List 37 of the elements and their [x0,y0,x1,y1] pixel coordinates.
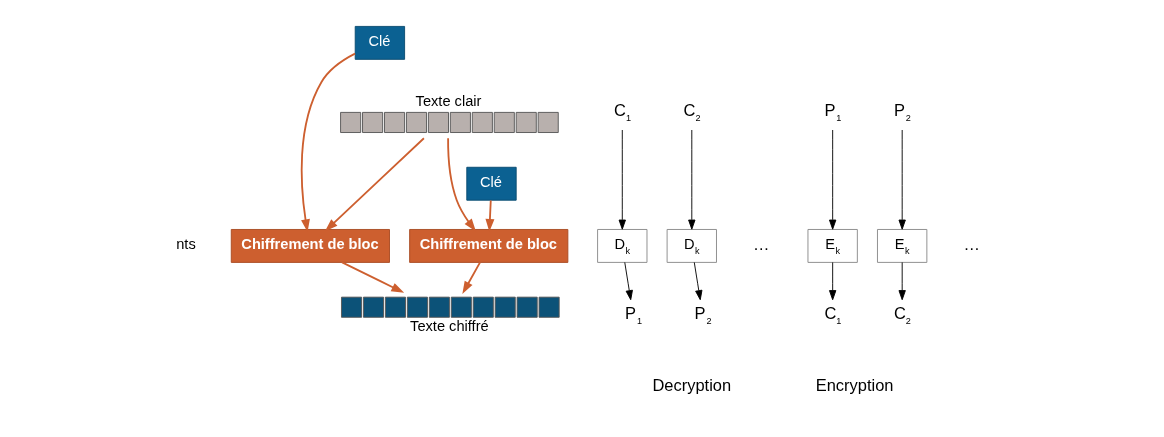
node-text: P$_{2}$ [893,101,911,124]
node-text: P$_{2}$ [694,304,712,327]
label: … [962,234,980,253]
arrow [446,137,476,232]
arrow [618,129,626,230]
node-box: E$_{k}$ [876,229,927,263]
label: … [752,234,770,253]
arrow [324,137,425,232]
label: Encryption [815,375,893,394]
arrow [828,129,836,230]
node-text: P$_{1}$ [823,101,841,124]
node-box: D$_{k}$ [596,229,647,263]
arrow [693,261,702,301]
node-text: C$_{2}$ [683,101,701,124]
arrow [461,261,481,294]
node-box: Clé [354,25,405,60]
arrow [300,52,356,233]
node-text: C$_{1}$ [613,101,631,124]
label: Decryption [651,375,731,394]
arrow [484,199,494,232]
arrow [898,129,906,230]
node-label: Texte clair [415,92,481,109]
node-box: Chiffrement de bloc [230,229,390,263]
node-box: E$_{k}$ [807,229,858,263]
node-text: C$_{1}$ [823,304,841,327]
arrow [898,261,906,301]
node-box: Chiffrement de bloc [408,229,568,263]
node-text: C$_{2}$ [893,304,911,327]
arrow [340,261,404,293]
node-text: P$_{1}$ [624,304,642,327]
arrow [687,129,695,230]
arrow [828,261,836,301]
arrow [623,261,633,301]
node-box: Clé [465,166,517,201]
label: nts [175,236,196,253]
node-label: Texte chiffré [409,317,489,334]
node-box: D$_{k}$ [666,229,717,263]
